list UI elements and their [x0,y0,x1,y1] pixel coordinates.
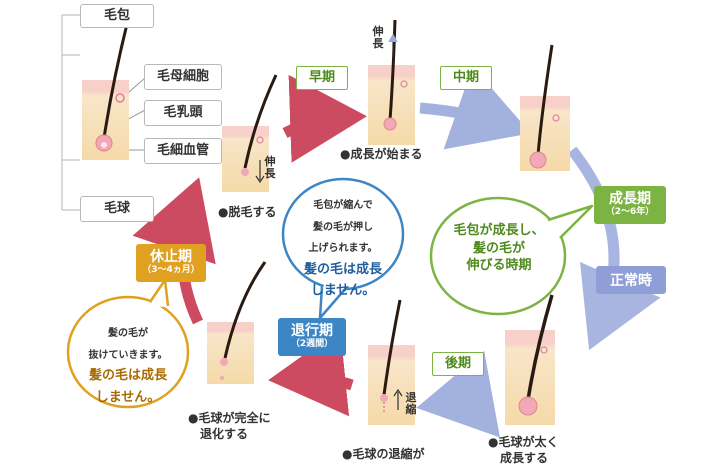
phase-telogen-badge: 休止期 （3〜4ヵ月） [136,244,206,282]
panel-late [505,294,555,425]
bubble-telogen-line4: しません。 [95,389,161,405]
tag-early: 早期 [296,66,348,90]
arrow-label-growth-early: 伸長 [372,25,384,50]
caption-growth-starts: ●成長が始まる [340,147,423,161]
bubble-telogen-shape [66,278,190,409]
arrow-middle-to-late [567,146,661,351]
phase-anagen-badge: 成長期 （2〜6年） [594,186,666,224]
tag-late: 後期 [432,352,484,376]
bubble-catagen-line1: 毛包が縮んで [313,200,373,211]
tag-middle: 中期 [440,66,492,90]
bubble-catagen-text: 毛包が縮んで 髪の毛が押し 上げられます。 髪の毛は成長 しません。 [286,192,400,300]
label-matrix-cells: 毛母細胞 [144,64,222,90]
caption-bulb-thickens: ●毛球が太く 成長する [488,434,558,466]
bubble-catagen-line3: 上げられます。 [308,243,378,255]
phase-catagen-title: 退行期 [291,323,333,339]
phase-normal-title: 正常時 [610,273,652,289]
bubble-catagen-line4: 髪の毛は成長 [303,261,382,277]
caption-bulb-regress-line2: 退化する [200,427,249,442]
arrow-early-to-middle [419,66,531,150]
caption-bulb-thickens-line2: 成長する [500,451,549,466]
caption-bulb-thickens-line1: ●毛球が太く [488,435,559,449]
arrow-catagen-to-complete [268,328,354,417]
phase-telogen-sub: （3〜4ヵ月） [142,265,200,276]
phase-catagen-badge: 退行期 （2週間） [278,318,346,356]
bubble-catagen-line2: 髪の毛が押し [313,221,373,233]
bubble-anagen-line1: 毛包が成長し、 [453,223,545,238]
bubble-telogen-line3: 髪の毛は成長 [88,368,167,384]
caption-bulb-regress-line1: ●毛球が完全に [188,411,271,425]
panel-anatomy [82,19,130,160]
label-papilla: 毛乳頭 [144,100,222,126]
phase-catagen-sub: （2週間） [290,339,334,350]
label-capillary: 毛細血管 [144,138,222,164]
phase-anagen-title: 成長期 [609,191,651,207]
bubble-telogen-line2: 抜けていきます。 [88,349,168,361]
phase-normal-badge: 正常時 [596,266,666,294]
caption-bulb-regress: ●毛球が完全に 退化する [188,410,270,442]
bubble-telogen-text: 髪の毛が 抜けていきます。 髪の毛は成長 しません。 [72,320,184,406]
bubble-catagen-line5: しません。 [310,283,376,299]
phase-telogen-title: 休止期 [150,249,192,265]
caption-shedding: ●脱毛する [218,205,277,219]
phase-anagen-sub: （2〜6年） [605,207,655,218]
bubble-anagen-line3: 伸びる時期 [466,258,532,274]
caption-bulb-shrinks: ●毛球の退縮が [342,447,425,461]
label-bulb: 毛球 [80,196,154,222]
panel-early [368,19,415,145]
bubble-anagen-line2: 髪の毛が [472,240,525,256]
panel-catagen [368,299,415,425]
bubble-anagen-text: 毛包が成長し、 髪の毛が 伸びる時期 [434,222,564,275]
arrow-late-to-catagen [416,350,500,438]
panel-middle [520,44,570,171]
arrow-label-growth-shed: 伸長 [264,155,276,180]
bubble-anagen-shape [429,196,594,316]
bubble-catagen-shape [281,177,405,320]
panel-complete [207,261,267,384]
arrow-label-shrink: 退縮 [405,391,417,416]
label-follicle: 毛包 [80,4,154,28]
bubble-telogen-line1: 髪の毛が [108,328,148,339]
arrow-shed-to-early [282,74,367,163]
